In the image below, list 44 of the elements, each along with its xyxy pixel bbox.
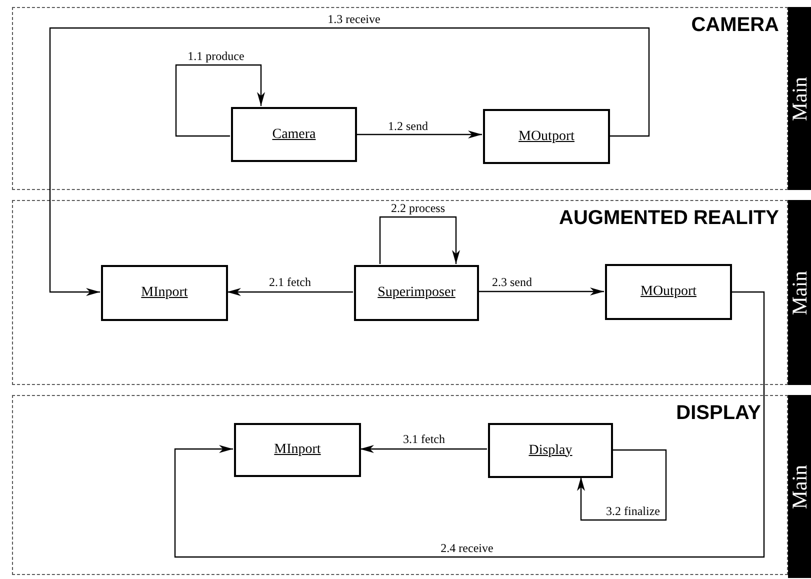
- object-box: [483, 109, 610, 164]
- edge-label: 2.2 process: [391, 202, 445, 214]
- arrow: [360, 445, 487, 453]
- object-name: Superimposer: [378, 285, 456, 301]
- swimlane: [12, 7, 788, 190]
- lane-heading: AUGMENTED REALITY: [559, 207, 779, 230]
- edge-label: 1.3 receive: [328, 13, 380, 25]
- object-box: [605, 264, 732, 320]
- edge-label: 1.1 produce: [188, 50, 244, 62]
- tab-label: Main: [787, 464, 811, 509]
- arrow: [49, 27, 650, 296]
- edge-label: 3.2 finalize: [606, 505, 660, 517]
- object-box: [234, 423, 361, 477]
- lane-heading: CAMERA: [691, 14, 779, 37]
- edge-label: 2.1 fetch: [269, 276, 311, 288]
- arrow: [379, 216, 460, 264]
- tab-label: Main: [787, 270, 811, 315]
- arrow: [174, 291, 765, 558]
- edge-label: 2.4 receive: [440, 542, 494, 554]
- object-name: MInport: [141, 285, 188, 301]
- lane-tab: [788, 200, 811, 385]
- arrow: [175, 64, 265, 137]
- object-box: [488, 423, 613, 478]
- tab-label: Main: [787, 76, 811, 121]
- lane-tab: [788, 7, 811, 190]
- object-name: MOutport: [640, 284, 696, 300]
- lane-heading: DISPLAY: [676, 402, 761, 425]
- edge-label: 3.1 fetch: [403, 433, 445, 445]
- arrow: [478, 288, 604, 296]
- object-box: [354, 265, 479, 321]
- object-name: MInport: [274, 442, 321, 458]
- object-name: Display: [528, 442, 572, 458]
- object-name: MOutport: [518, 128, 574, 144]
- arrow: [227, 288, 353, 296]
- arrow: [356, 130, 482, 138]
- lane-tab: [788, 395, 811, 578]
- swimlane: [12, 395, 788, 575]
- swimlane: [12, 200, 788, 385]
- object-box: [231, 107, 357, 162]
- edge-label: 2.3 send: [492, 276, 532, 288]
- object-box: [101, 265, 228, 321]
- arrow: [577, 449, 667, 521]
- edge-label: 1.2 send: [388, 120, 428, 132]
- object-name: Camera: [272, 126, 316, 142]
